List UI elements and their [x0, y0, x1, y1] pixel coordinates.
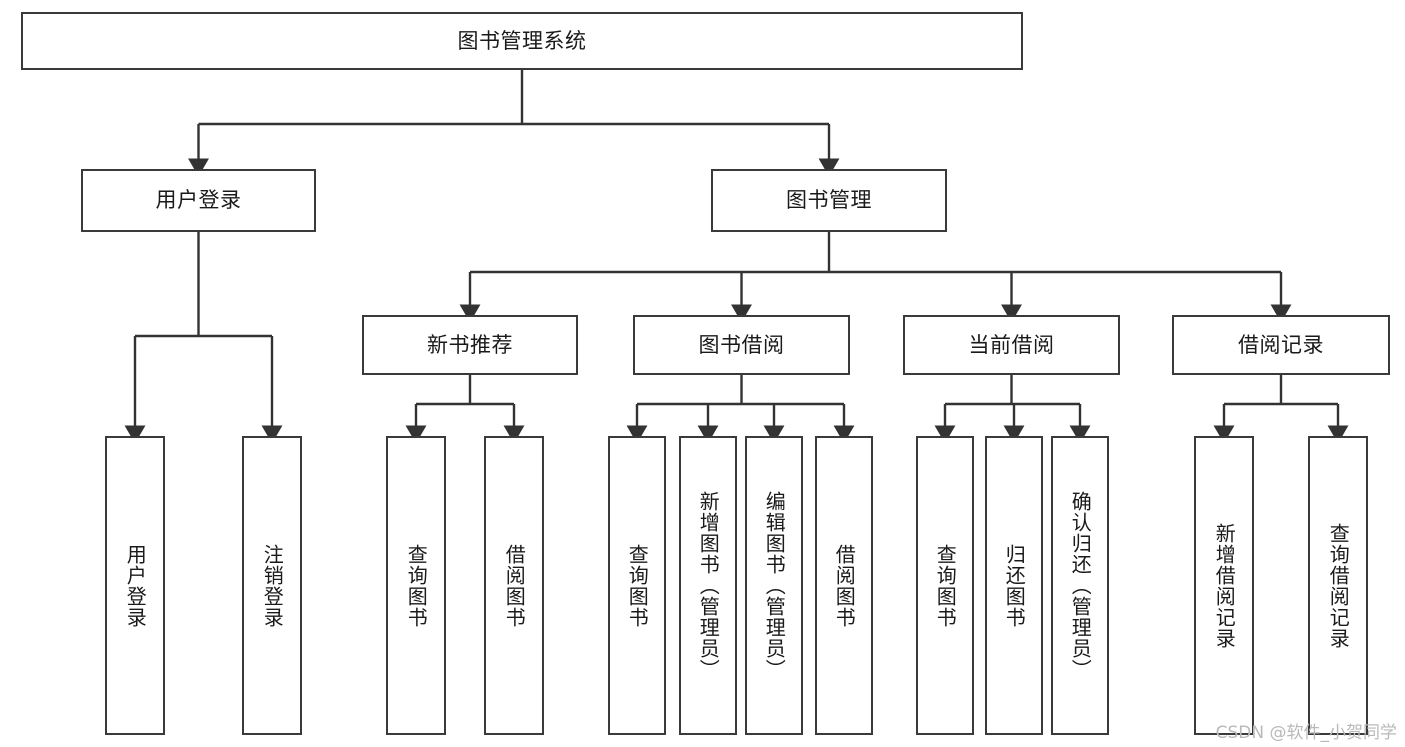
- node-book-manage-label: 图书管理: [786, 188, 872, 213]
- leaf-confirm-return-label: 确认归还（管理员）: [1068, 491, 1093, 680]
- leaf-user-login[interactable]: 用户登录: [105, 436, 165, 735]
- node-borrow-record-label: 借阅记录: [1238, 332, 1324, 357]
- leaf-edit-book-label: 编辑图书（管理员）: [762, 491, 787, 680]
- leaf-return-book-label: 归还图书: [1002, 543, 1027, 628]
- leaf-borrow-book-1-label: 借阅图书: [502, 543, 527, 628]
- leaf-logout-label: 注销登录: [260, 543, 285, 628]
- leaf-edit-book[interactable]: 编辑图书（管理员）: [745, 436, 803, 735]
- leaf-confirm-return[interactable]: 确认归还（管理员）: [1051, 436, 1109, 735]
- leaf-return-book[interactable]: 归还图书: [985, 436, 1043, 735]
- node-borrow-record[interactable]: 借阅记录: [1172, 315, 1390, 375]
- leaf-logout[interactable]: 注销登录: [242, 436, 302, 735]
- node-current-borrow[interactable]: 当前借阅: [903, 315, 1120, 375]
- node-user-login-label: 用户登录: [155, 188, 242, 213]
- node-new-book-recommend[interactable]: 新书推荐: [362, 315, 578, 375]
- node-root-label: 图书管理系统: [457, 28, 587, 53]
- leaf-query-book-1[interactable]: 查询图书: [386, 436, 446, 735]
- leaf-add-record-label: 新增借阅记录: [1212, 522, 1237, 649]
- leaf-borrow-book-2-label: 借阅图书: [832, 543, 857, 628]
- leaf-borrow-book-2[interactable]: 借阅图书: [815, 436, 873, 735]
- node-current-borrow-label: 当前借阅: [968, 332, 1055, 357]
- node-user-login[interactable]: 用户登录: [81, 169, 316, 232]
- node-book-manage[interactable]: 图书管理: [711, 169, 947, 232]
- node-book-borrow[interactable]: 图书借阅: [633, 315, 850, 375]
- leaf-query-book-3-label: 查询图书: [933, 543, 958, 628]
- leaf-query-record-label: 查询借阅记录: [1326, 522, 1351, 649]
- leaf-query-book-2[interactable]: 查询图书: [608, 436, 666, 735]
- leaf-query-book-1-label: 查询图书: [404, 543, 429, 628]
- leaf-add-record[interactable]: 新增借阅记录: [1194, 436, 1254, 735]
- node-root[interactable]: 图书管理系统: [21, 12, 1023, 70]
- leaf-user-login-label: 用户登录: [123, 543, 148, 628]
- csdn-watermark: CSDN @软件_小贺同学: [1215, 723, 1397, 743]
- leaf-borrow-book-1[interactable]: 借阅图书: [484, 436, 544, 735]
- node-new-book-recommend-label: 新书推荐: [427, 332, 513, 357]
- leaf-add-book-label: 新增图书（管理员）: [696, 491, 721, 680]
- leaf-query-book-2-label: 查询图书: [625, 543, 650, 628]
- node-book-borrow-label: 图书借阅: [698, 332, 785, 357]
- leaf-query-record[interactable]: 查询借阅记录: [1308, 436, 1368, 735]
- leaf-add-book[interactable]: 新增图书（管理员）: [679, 436, 737, 735]
- leaf-query-book-3[interactable]: 查询图书: [916, 436, 974, 735]
